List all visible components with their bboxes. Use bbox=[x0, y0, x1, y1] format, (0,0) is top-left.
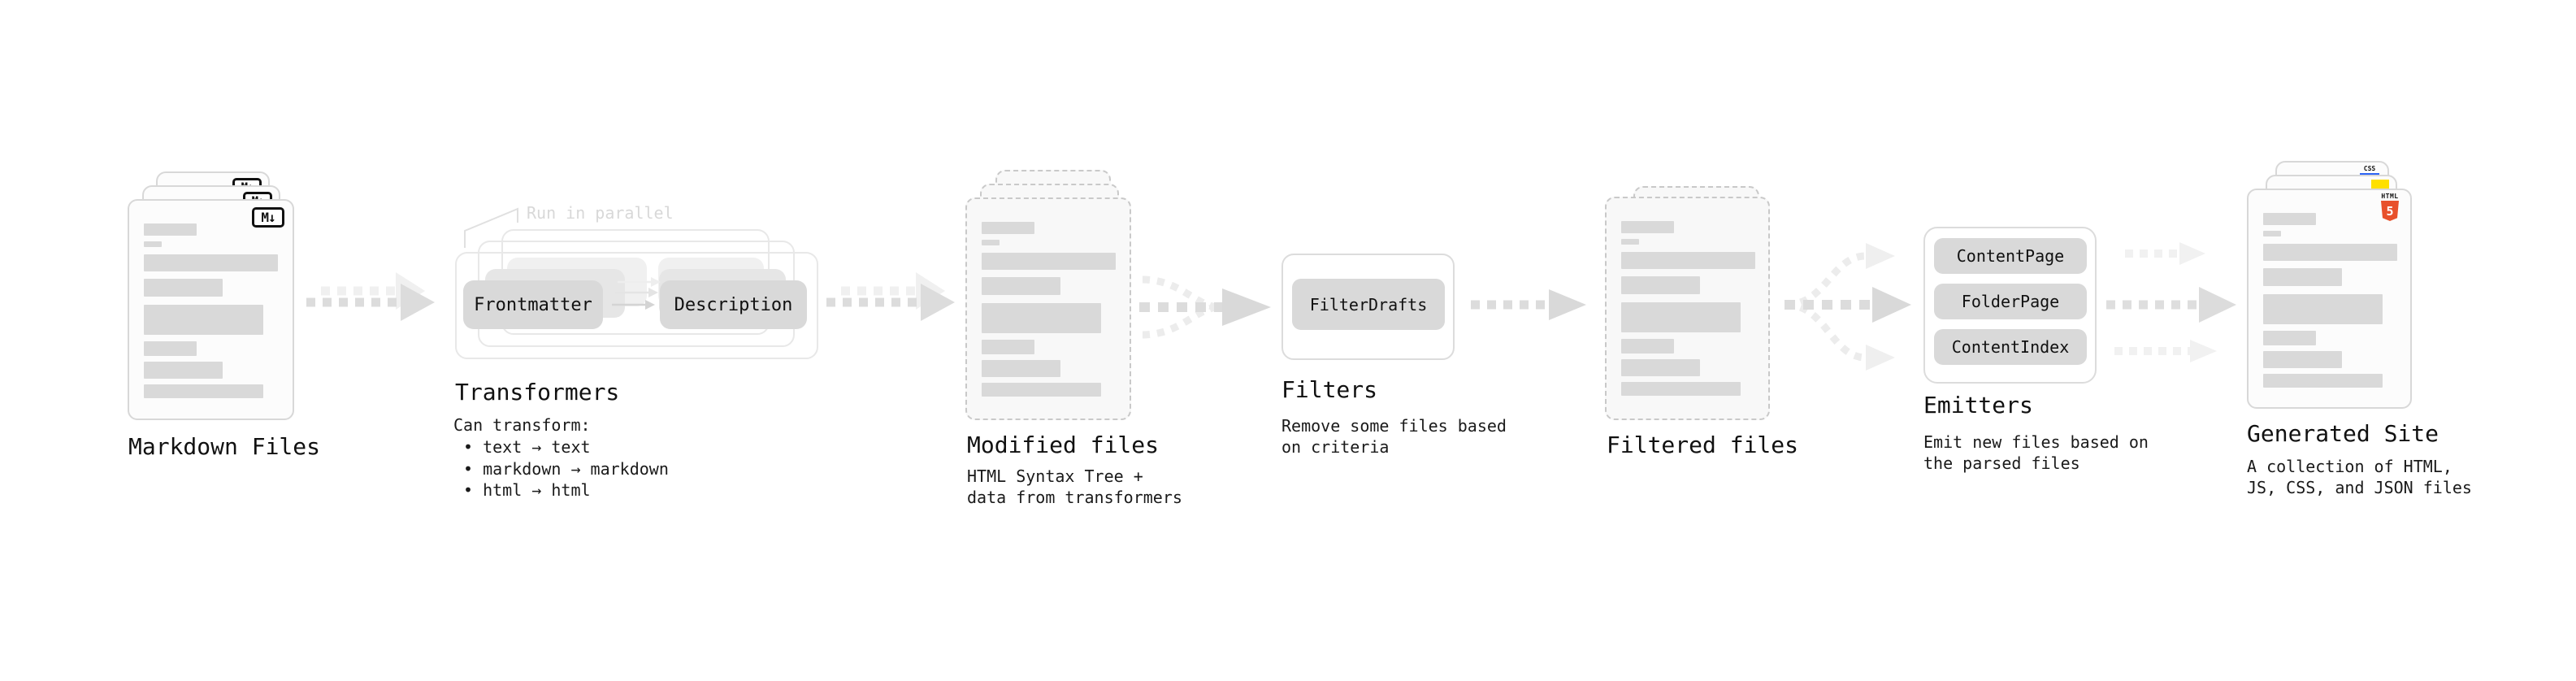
emitters-desc-line2: the parsed files bbox=[1923, 453, 2080, 473]
html5-icon: HTML 5 bbox=[2379, 193, 2400, 221]
doc-content-placeholder bbox=[144, 223, 278, 398]
transformer-card-front bbox=[455, 252, 818, 359]
arrow-emitters-to-generated bbox=[2106, 242, 2236, 362]
css-file-icon: CSS bbox=[2360, 166, 2379, 176]
doc-content-placeholder bbox=[2263, 213, 2397, 388]
text-bar bbox=[144, 223, 197, 236]
filterdrafts-pill: FilterDrafts bbox=[1292, 279, 1445, 330]
description-pill: Description bbox=[660, 280, 807, 329]
transformers-bullet: • text → text bbox=[463, 437, 591, 457]
text-bar bbox=[982, 240, 1000, 245]
transformers-heading: Transformers bbox=[455, 379, 620, 406]
text-bar bbox=[982, 222, 1034, 234]
text-bar bbox=[2263, 374, 2383, 388]
text-bar bbox=[144, 384, 263, 398]
transformers-bullet: • html → html bbox=[463, 480, 591, 500]
annotation-callout-line bbox=[464, 207, 518, 248]
contentpage-pill: ContentPage bbox=[1934, 238, 2087, 274]
text-bar bbox=[982, 360, 1060, 377]
modified-files-desc-line1: HTML Syntax Tree + bbox=[967, 466, 1143, 486]
text-bar bbox=[2263, 351, 2342, 368]
run-in-parallel-annotation: Run in parallel bbox=[527, 203, 674, 223]
text-bar bbox=[1621, 252, 1755, 269]
text-bar bbox=[2263, 294, 2383, 324]
emitters-desc-line1: Emit new files based on bbox=[1923, 432, 2149, 452]
text-bar bbox=[1621, 302, 1741, 332]
arrow-modified-to-filters bbox=[1139, 275, 1271, 339]
text-bar bbox=[982, 253, 1116, 270]
filtered-files-label: Filtered files bbox=[1607, 432, 1799, 458]
text-bar bbox=[1621, 239, 1639, 245]
text-bar bbox=[2263, 331, 2316, 345]
transformers-bullet: • markdown → markdown bbox=[463, 459, 669, 479]
text-bar bbox=[144, 241, 162, 247]
text-bar bbox=[144, 362, 223, 379]
transformers-desc-title: Can transform: bbox=[453, 415, 591, 435]
text-bar bbox=[144, 305, 263, 335]
text-bar bbox=[2263, 244, 2397, 261]
markdown-icon: M↓ bbox=[252, 207, 284, 228]
frontmatter-pill: Frontmatter bbox=[463, 280, 603, 329]
doc-content-placeholder bbox=[982, 222, 1116, 397]
emitters-heading: Emitters bbox=[1923, 392, 2033, 419]
arrow-filtered-to-emitters bbox=[1785, 243, 1911, 371]
generated-site-desc-line1: A collection of HTML, bbox=[2247, 457, 2452, 476]
generated-doc-front: HTML 5 bbox=[2247, 189, 2412, 409]
arrow-filters-to-filtered bbox=[1471, 289, 1586, 320]
contentindex-pill: ContentIndex bbox=[1934, 329, 2087, 365]
text-bar bbox=[1621, 339, 1674, 354]
arrow-transformers-to-modified bbox=[826, 272, 955, 321]
generated-site-desc-line2: JS, CSS, and JSON files bbox=[2247, 478, 2472, 497]
modified-files-desc-line2: data from transformers bbox=[967, 488, 1182, 507]
text-bar bbox=[982, 340, 1034, 354]
text-bar bbox=[144, 279, 223, 297]
doc-content-placeholder bbox=[1621, 221, 1755, 396]
text-bar bbox=[1621, 276, 1700, 294]
modified-doc-front bbox=[965, 197, 1131, 420]
text-bar bbox=[144, 254, 278, 271]
transform-flow-arrows bbox=[612, 277, 661, 310]
folderpage-pill: FolderPage bbox=[1934, 284, 2087, 319]
text-bar bbox=[2263, 213, 2316, 225]
text-bar bbox=[982, 383, 1101, 397]
filters-heading: Filters bbox=[1281, 376, 1378, 403]
filtered-doc-front bbox=[1605, 197, 1770, 420]
text-bar bbox=[2263, 231, 2281, 236]
arrow-markdown-to-transformers bbox=[306, 272, 435, 321]
text-bar bbox=[982, 303, 1101, 333]
text-bar bbox=[2263, 268, 2342, 286]
text-bar bbox=[1621, 382, 1741, 396]
text-bar bbox=[1621, 221, 1674, 233]
js-file-icon bbox=[2371, 180, 2389, 190]
text-bar bbox=[144, 341, 197, 356]
markdown-doc-front: M↓ bbox=[128, 199, 294, 420]
text-bar bbox=[1621, 359, 1700, 376]
filters-desc-line1: Remove some files based bbox=[1281, 416, 1507, 436]
generated-site-label: Generated Site bbox=[2247, 420, 2439, 447]
text-bar bbox=[982, 277, 1060, 295]
modified-files-label: Modified files bbox=[967, 432, 1160, 458]
filters-desc-line2: on criteria bbox=[1281, 437, 1390, 457]
markdown-files-label: Markdown Files bbox=[128, 433, 321, 460]
